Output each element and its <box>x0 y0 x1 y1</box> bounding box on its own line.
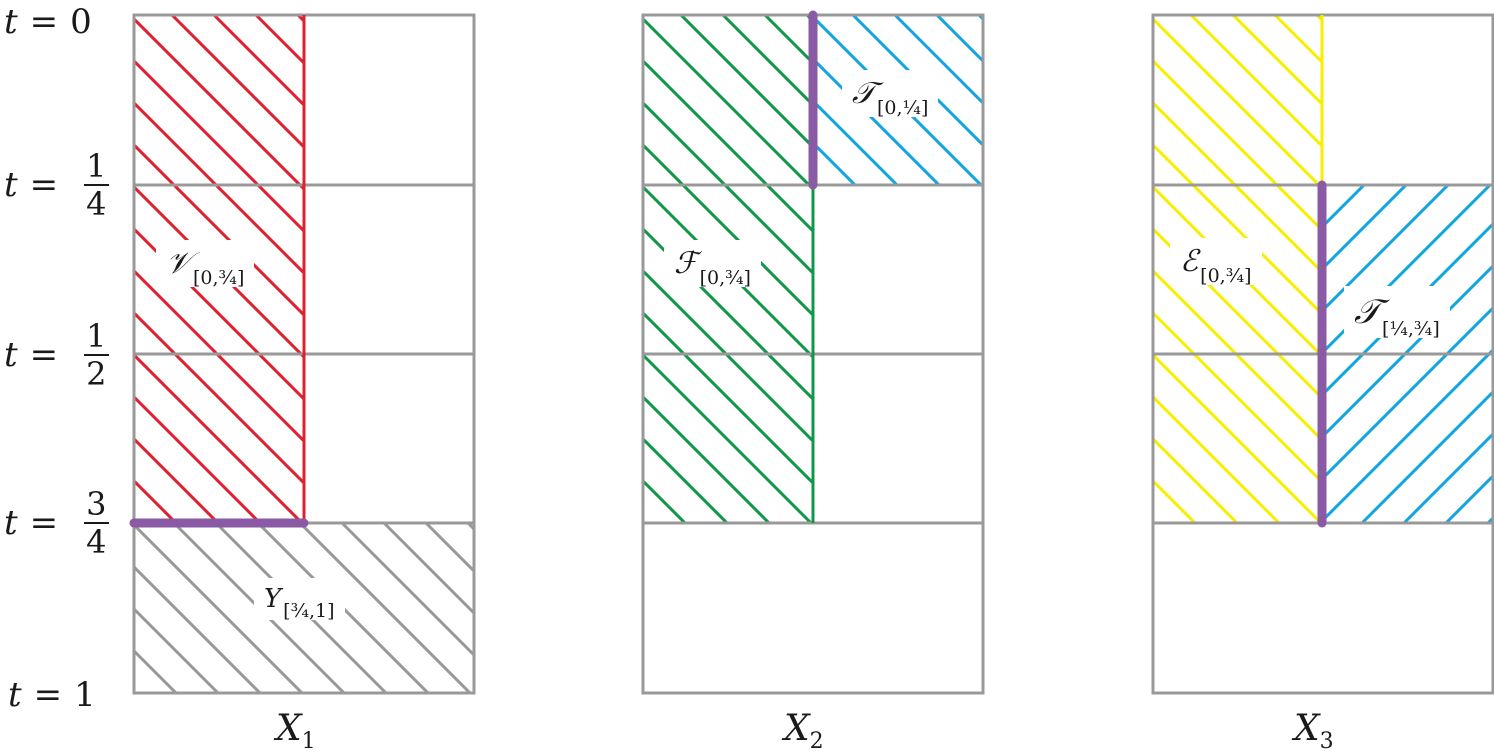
label-t-region-x2: 𝒯 [0,¼] <box>842 70 939 119</box>
numerator: 1 <box>84 317 109 356</box>
row-var: t <box>4 335 18 375</box>
set-symbol: 𝒱 <box>166 246 191 281</box>
hatch-y-region <box>134 523 474 693</box>
column-subscript: 2 <box>809 729 824 754</box>
row-var: t <box>4 2 18 42</box>
row-label-t14: t = 1 4 <box>4 150 109 220</box>
row-label-t1: t = 1 <box>8 675 96 715</box>
row-eq: = <box>29 335 59 375</box>
fraction: 1 4 <box>84 147 109 223</box>
column-symbol: X <box>276 708 302 749</box>
hatch-t-region-x2 <box>813 15 983 185</box>
set-symbol: 𝒯 <box>1354 292 1381 332</box>
denominator: 4 <box>86 185 107 223</box>
row-var: t <box>4 165 18 205</box>
row-label-t12: t = 1 2 <box>4 320 109 390</box>
row-value: 1 <box>74 675 96 715</box>
row-eq: = <box>29 503 59 543</box>
column-label-x2: X2 <box>784 708 824 754</box>
hatch-t-region-x3 <box>1322 185 1493 523</box>
column-subscript: 3 <box>1319 729 1334 754</box>
row-label-t34: t = 3 4 <box>4 488 109 558</box>
row-var: t <box>8 675 22 715</box>
label-f-region: ℱ [0,¾] <box>664 240 761 289</box>
label-t-region-x3: 𝒯 [¼,¾] <box>1344 286 1450 340</box>
set-subscript: [0,¾] <box>1200 265 1252 287</box>
numerator: 3 <box>84 485 109 524</box>
set-symbol: 𝒯 <box>852 76 875 111</box>
denominator: 4 <box>86 523 107 561</box>
column-symbol: X <box>1294 708 1320 749</box>
row-var: t <box>4 503 18 543</box>
set-symbol: ℱ <box>674 246 698 281</box>
row-eq: = <box>29 165 59 205</box>
numerator: 1 <box>84 147 109 186</box>
set-subscript: [0,¼] <box>876 97 929 119</box>
label-v-region: 𝒱 [0,¾] <box>156 240 255 289</box>
set-symbol: Y <box>264 584 282 614</box>
label-e-region: ℰ [0,¾] <box>1170 238 1262 287</box>
column-symbol: X <box>784 708 810 749</box>
column-label-x3: X3 <box>1294 708 1334 754</box>
row-eq: = <box>33 675 63 715</box>
fraction: 1 2 <box>84 317 109 393</box>
fraction: 3 4 <box>84 485 109 561</box>
row-label-t0: t = 0 <box>4 2 92 42</box>
denominator: 2 <box>86 355 107 393</box>
column-subscript: 1 <box>301 729 316 754</box>
column-label-x1: X1 <box>276 708 316 754</box>
set-subscript: [0,¾] <box>699 267 751 289</box>
set-subscript: [¾,1] <box>283 600 335 622</box>
set-subscript: [¼,¾] <box>1382 318 1440 340</box>
set-subscript: [0,¾] <box>193 267 245 289</box>
row-eq: = <box>29 2 59 42</box>
set-symbol: ℰ <box>1180 244 1199 279</box>
label-y-region: Y [¾,1] <box>254 578 345 622</box>
row-value: 0 <box>70 2 92 42</box>
